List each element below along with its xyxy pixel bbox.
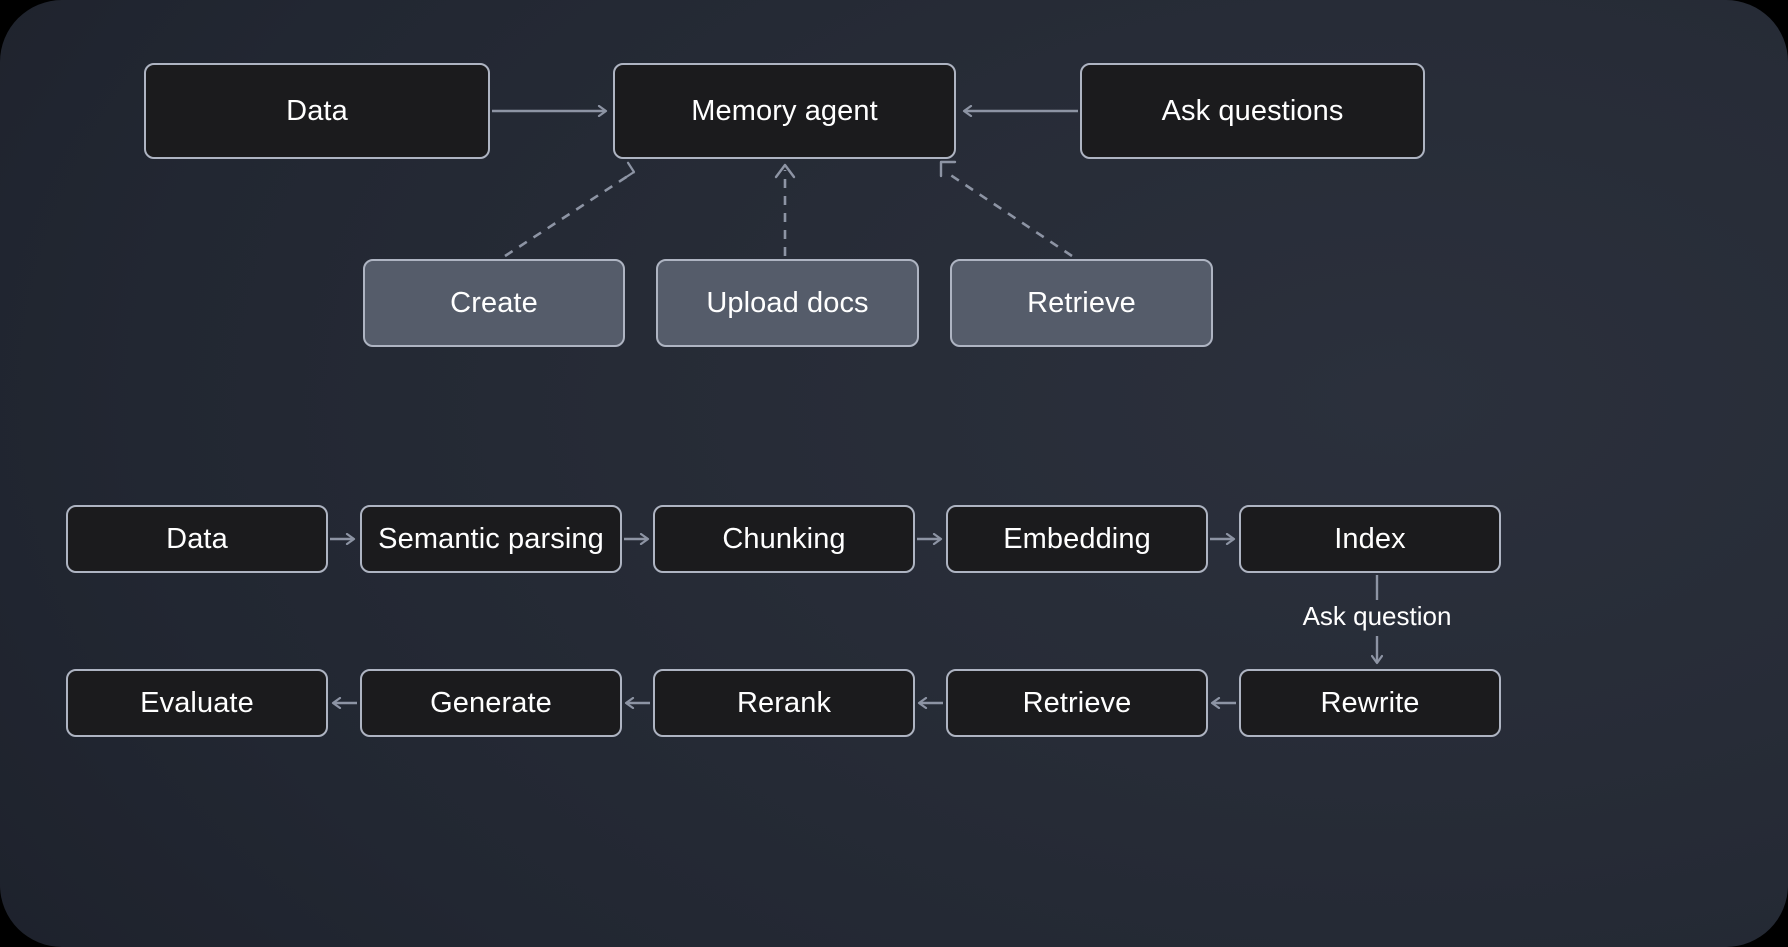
edge-retrieve-to-memory-agent [945,170,1073,258]
node-pipeline-chunking-label: Chunking [722,522,846,555]
node-pipeline-chunking[interactable]: Chunking [653,505,915,573]
node-pipeline-generate[interactable]: Generate [360,669,622,737]
edge-create-to-memory-agent [504,161,636,258]
node-upload-docs[interactable]: Upload docs [656,259,919,347]
edge-label-ask-question: Ask question [1302,601,1452,631]
node-pipeline-index-label: Index [1334,522,1406,555]
node-pipeline-rerank[interactable]: Rerank [653,669,915,737]
node-pipeline-semantic-parsing[interactable]: Semantic parsing [360,505,622,573]
node-pipeline-semantic-parsing-label: Semantic parsing [378,522,604,555]
node-create-label: Create [450,286,538,319]
node-pipeline-retrieve-label: Retrieve [1022,686,1132,719]
node-memory-agent[interactable]: Memory agent [613,63,956,159]
node-ask-questions[interactable]: Ask questions [1080,63,1425,159]
node-data-label: Data [286,94,348,127]
node-pipeline-rewrite[interactable]: Rewrite [1239,669,1501,737]
node-pipeline-evaluate[interactable]: Evaluate [66,669,328,737]
node-pipeline-index[interactable]: Index [1239,505,1501,573]
node-upload-docs-label: Upload docs [706,286,869,319]
node-pipeline-generate-label: Generate [430,686,552,719]
node-create[interactable]: Create [363,259,625,347]
node-memory-agent-label: Memory agent [691,94,878,127]
node-retrieve-tool[interactable]: Retrieve [950,259,1213,347]
node-pipeline-embedding[interactable]: Embedding [946,505,1208,573]
node-data[interactable]: Data [144,63,490,159]
node-pipeline-rerank-label: Rerank [736,686,832,719]
node-ask-questions-label: Ask questions [1161,94,1344,127]
node-pipeline-rewrite-label: Rewrite [1320,686,1420,719]
node-pipeline-data[interactable]: Data [66,505,328,573]
node-pipeline-data-label: Data [166,522,228,555]
node-retrieve-tool-label: Retrieve [1027,286,1136,319]
node-pipeline-evaluate-label: Evaluate [140,686,254,719]
node-pipeline-embedding-label: Embedding [1003,522,1151,555]
node-pipeline-retrieve[interactable]: Retrieve [946,669,1208,737]
